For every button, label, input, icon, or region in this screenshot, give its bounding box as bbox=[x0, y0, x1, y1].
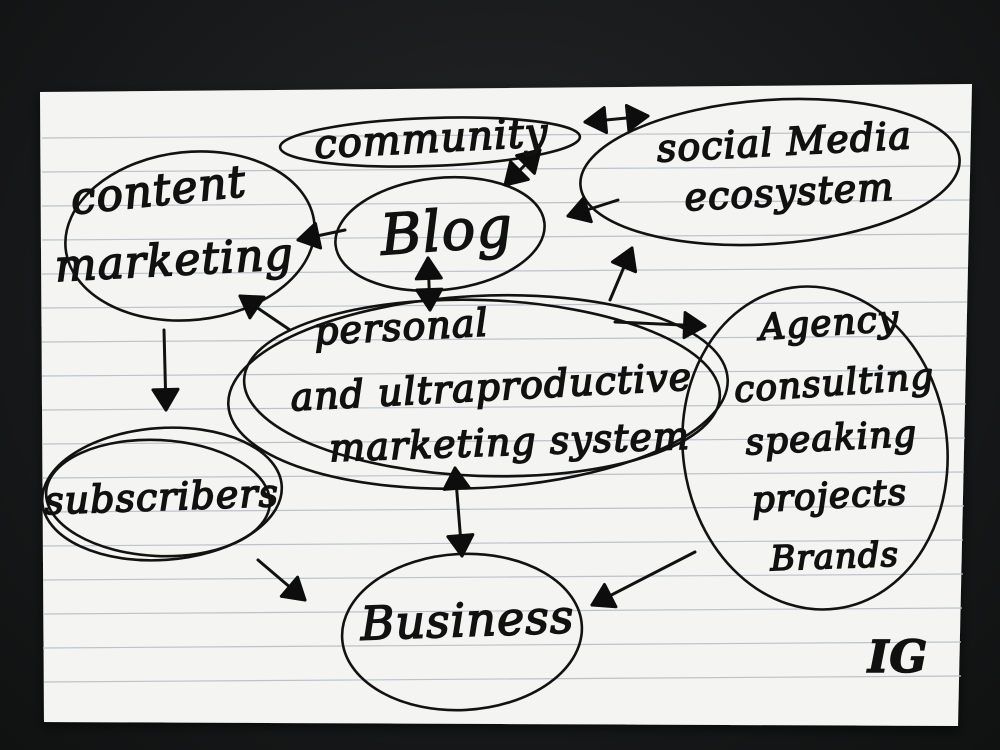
arrowhead-subscribers-business bbox=[279, 575, 307, 602]
social-media-loop bbox=[579, 97, 961, 247]
subscribers-loop bbox=[40, 426, 284, 562]
arrowhead-content_marketing-subscribers bbox=[151, 387, 180, 412]
arrowhead-social_media-blog bbox=[566, 196, 593, 224]
community-loop bbox=[278, 116, 582, 168]
node-agency-label-line5: Brands bbox=[769, 535, 900, 579]
node-system-label-line1: personal bbox=[313, 300, 490, 353]
signature-initials: IG bbox=[866, 632, 928, 683]
system-loop bbox=[226, 293, 730, 491]
arrowhead-system-content_marketing bbox=[238, 294, 266, 320]
arrowhead-community-social_media bbox=[624, 103, 650, 132]
arrowhead-system-business bbox=[446, 533, 475, 558]
agency-loop bbox=[681, 285, 949, 611]
node-agency-label-line4: projects bbox=[751, 472, 908, 521]
arrowhead-system-agency bbox=[682, 311, 707, 340]
node-agency-label-line3: speaking bbox=[745, 414, 919, 464]
node-business-label: Business bbox=[359, 589, 576, 650]
arrowhead-system-social_media bbox=[610, 246, 638, 274]
subscribers-loop-2 bbox=[44, 438, 272, 558]
node-blog-label: Blog bbox=[377, 194, 515, 268]
arrowhead-blog-community bbox=[515, 148, 542, 175]
arrowhead-business-system bbox=[442, 466, 471, 491]
system-loop-2 bbox=[242, 298, 722, 478]
arrowhead-community-blog bbox=[503, 160, 530, 187]
diagram-arrows bbox=[151, 103, 707, 609]
blog-loop bbox=[334, 175, 546, 293]
arrowhead-agency-business bbox=[590, 582, 618, 609]
arrowhead-social_media-community bbox=[583, 106, 609, 135]
business-loop bbox=[340, 552, 584, 712]
arrowhead-system-blog bbox=[414, 256, 443, 281]
node-subscribers-label: subscribers bbox=[43, 471, 279, 523]
arrowhead-blog-content_marketing bbox=[296, 221, 323, 250]
arrowhead-blog-system bbox=[415, 287, 444, 312]
